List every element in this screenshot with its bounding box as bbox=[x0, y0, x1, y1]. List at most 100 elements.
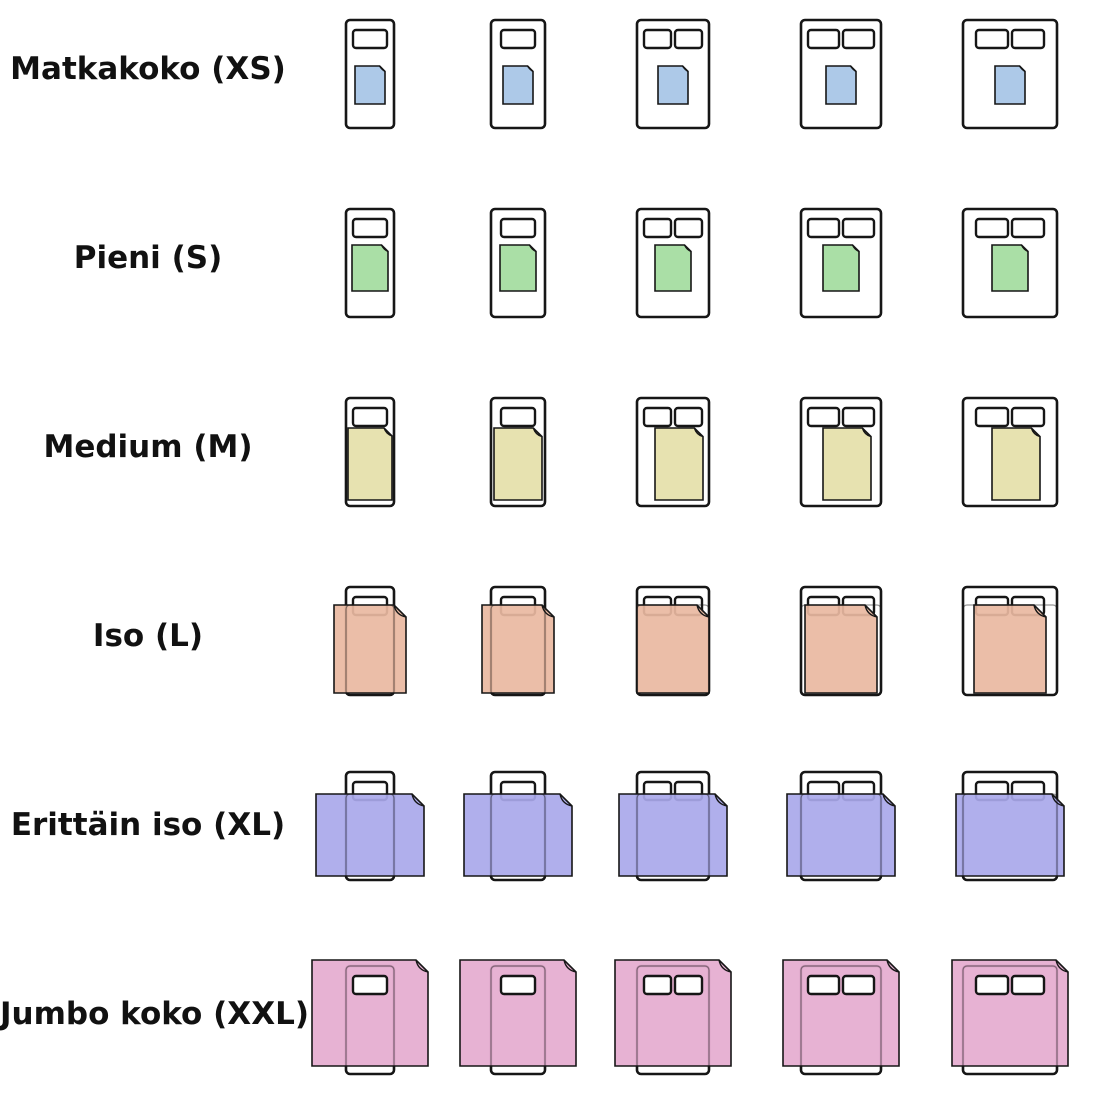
duvet-l bbox=[482, 605, 554, 693]
duvet-m bbox=[655, 428, 703, 500]
duvet-s-corner-fold bbox=[853, 245, 859, 251]
duvet-xxl-corner-fold bbox=[719, 960, 731, 972]
duvet-xxl-corner-fold bbox=[887, 960, 899, 972]
duvet-l-corner-fold bbox=[1034, 605, 1046, 617]
duvet-s-corner-fold bbox=[685, 245, 691, 251]
duvet-xxl-corner-fold bbox=[416, 960, 428, 972]
bed-double-pillow-left bbox=[644, 30, 671, 48]
bed-double-pillow-right bbox=[675, 219, 702, 237]
duvet-l bbox=[637, 605, 709, 693]
duvet-xl bbox=[464, 794, 572, 876]
bed-single-narrow-pillow-visible bbox=[353, 976, 387, 994]
duvet-s bbox=[992, 245, 1028, 291]
duvet-xl bbox=[787, 794, 895, 876]
bed-king-pillow-right-visible bbox=[1012, 976, 1044, 994]
row-m bbox=[346, 398, 1057, 506]
duvet-l-corner-fold bbox=[394, 605, 406, 617]
duvet-m-corner-fold bbox=[533, 428, 542, 437]
bed-queen-xs bbox=[801, 20, 881, 128]
bed-queen-l bbox=[801, 587, 881, 695]
duvet-xl-corner-fold bbox=[883, 794, 895, 806]
duvet-xl bbox=[956, 794, 1064, 876]
row-label-m: Medium (M) bbox=[43, 429, 253, 465]
duvet-xs-corner-fold bbox=[528, 66, 533, 71]
duvet-l-corner-fold bbox=[865, 605, 877, 617]
bed-king-pillow-right bbox=[1012, 408, 1044, 426]
bed-single-wide-pillow bbox=[501, 219, 535, 237]
duvet-m-corner-fold bbox=[384, 428, 392, 436]
bed-queen-pillow-right-visible bbox=[843, 976, 874, 994]
duvet-m bbox=[348, 428, 392, 500]
duvet-xxl-corner-fold bbox=[1056, 960, 1068, 972]
bed-queen-xl bbox=[787, 772, 895, 880]
bed-double-s bbox=[637, 209, 709, 317]
bed-double-pillow-right bbox=[675, 30, 702, 48]
bed-king-pillow-right bbox=[1012, 30, 1044, 48]
bed-double-pillow-right-visible bbox=[675, 976, 702, 994]
bed-double-xs bbox=[637, 20, 709, 128]
bed-queen-m bbox=[801, 398, 881, 506]
duvet-m-corner-fold bbox=[694, 428, 703, 437]
bed-queen-frame-underlay bbox=[801, 794, 881, 880]
bed-double-pillow-left bbox=[644, 408, 671, 426]
row-label-l: Iso (L) bbox=[92, 618, 204, 654]
bed-single-narrow-pillow bbox=[353, 30, 387, 48]
row-xl bbox=[316, 772, 1064, 880]
row-label-xxl: Jumbo koko (XXL) bbox=[0, 996, 310, 1032]
row-xxl bbox=[312, 960, 1068, 1074]
duvet-s-corner-fold bbox=[1022, 245, 1028, 251]
row-s bbox=[346, 209, 1057, 317]
row-l bbox=[334, 587, 1057, 695]
duvet-xxl bbox=[952, 960, 1068, 1066]
bed-king-s bbox=[963, 209, 1057, 317]
duvet-xl-corner-fold bbox=[412, 794, 424, 806]
bed-queen-frame-underlay bbox=[801, 605, 881, 695]
bed-king-frame-underlay bbox=[963, 794, 1057, 880]
duvet-xl bbox=[316, 794, 424, 876]
bed-queen-pillow-left bbox=[808, 408, 839, 426]
bed-queen-pillow-left bbox=[808, 30, 839, 48]
bed-king-xl bbox=[956, 772, 1064, 880]
duvet-xxl bbox=[615, 960, 731, 1066]
duvet-l bbox=[805, 605, 877, 693]
duvet-s bbox=[823, 245, 859, 291]
bed-single-narrow-pillow bbox=[353, 219, 387, 237]
duvet-m-corner-fold bbox=[862, 428, 871, 437]
duvet-s-corner-fold bbox=[382, 245, 388, 251]
bed-queen-pillow-right bbox=[843, 219, 874, 237]
duvet-xs bbox=[658, 66, 688, 104]
row-label-xs: Matkakoko (XS) bbox=[10, 51, 286, 87]
bed-queen-pillow-left-visible bbox=[808, 976, 839, 994]
duvet-xs-corner-fold bbox=[851, 66, 856, 71]
bed-single-narrow-frame-underlay bbox=[346, 605, 394, 695]
bed-single-narrow-xxl bbox=[312, 960, 428, 1074]
bed-single-wide-pillow-visible bbox=[501, 976, 535, 994]
bed-single-wide-xs bbox=[491, 20, 545, 128]
duvet-xl-corner-fold bbox=[715, 794, 727, 806]
bed-double-xl bbox=[619, 772, 727, 880]
duvet-m-corner-fold bbox=[1031, 428, 1040, 437]
bed-single-wide-pillow bbox=[501, 30, 535, 48]
duvet-s-corner-fold bbox=[530, 245, 536, 251]
bed-king-frame-underlay bbox=[963, 966, 1057, 1074]
bed-king-xxl bbox=[952, 960, 1068, 1074]
duvet-l bbox=[334, 605, 406, 693]
bed-king-m bbox=[963, 398, 1057, 506]
duvet-l bbox=[974, 605, 1046, 693]
bed-king-pillow-left bbox=[976, 30, 1008, 48]
bed-double-pillow-right bbox=[675, 408, 702, 426]
duvet-m bbox=[992, 428, 1040, 500]
bed-double-frame-underlay bbox=[637, 605, 709, 695]
bed-single-narrow-frame-underlay bbox=[346, 794, 394, 880]
duvet-xxl-corner-fold bbox=[564, 960, 576, 972]
duvet-s bbox=[655, 245, 691, 291]
row-label-s: Pieni (S) bbox=[73, 240, 223, 276]
bed-double-pillow-left-visible bbox=[644, 976, 671, 994]
bed-single-wide-xxl bbox=[460, 960, 576, 1074]
bed-queen-pillow-left bbox=[808, 219, 839, 237]
duvet-xs bbox=[355, 66, 385, 104]
duvet-xs-corner-fold bbox=[683, 66, 688, 71]
duvet-xl bbox=[619, 794, 727, 876]
duvet-s bbox=[352, 245, 388, 291]
bed-double-frame-underlay bbox=[637, 794, 709, 880]
